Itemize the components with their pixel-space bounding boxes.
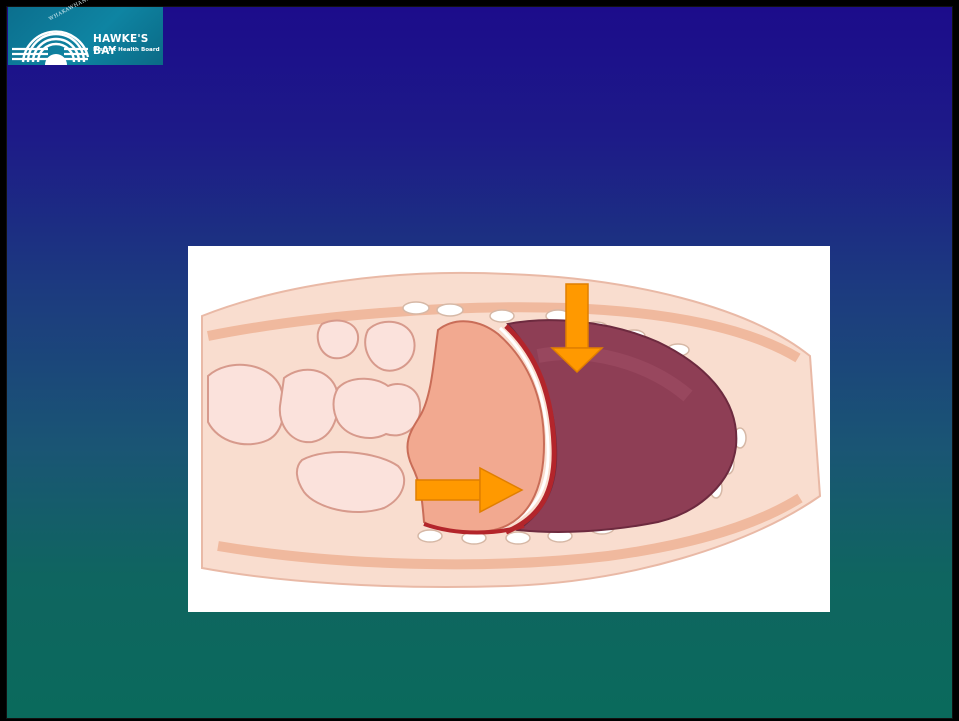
hawkes-bay-dhb-logo: WHAKAWHANAUNGATANGA HAWKE'S BAY District… [8, 7, 163, 65]
anatomy-illustration [188, 246, 830, 612]
logo-subtitle-text: District Health Board [93, 47, 160, 53]
logo-brand-text: HAWKE'S BAY [93, 33, 163, 57]
abdominal-cross-section-icon [188, 246, 830, 612]
